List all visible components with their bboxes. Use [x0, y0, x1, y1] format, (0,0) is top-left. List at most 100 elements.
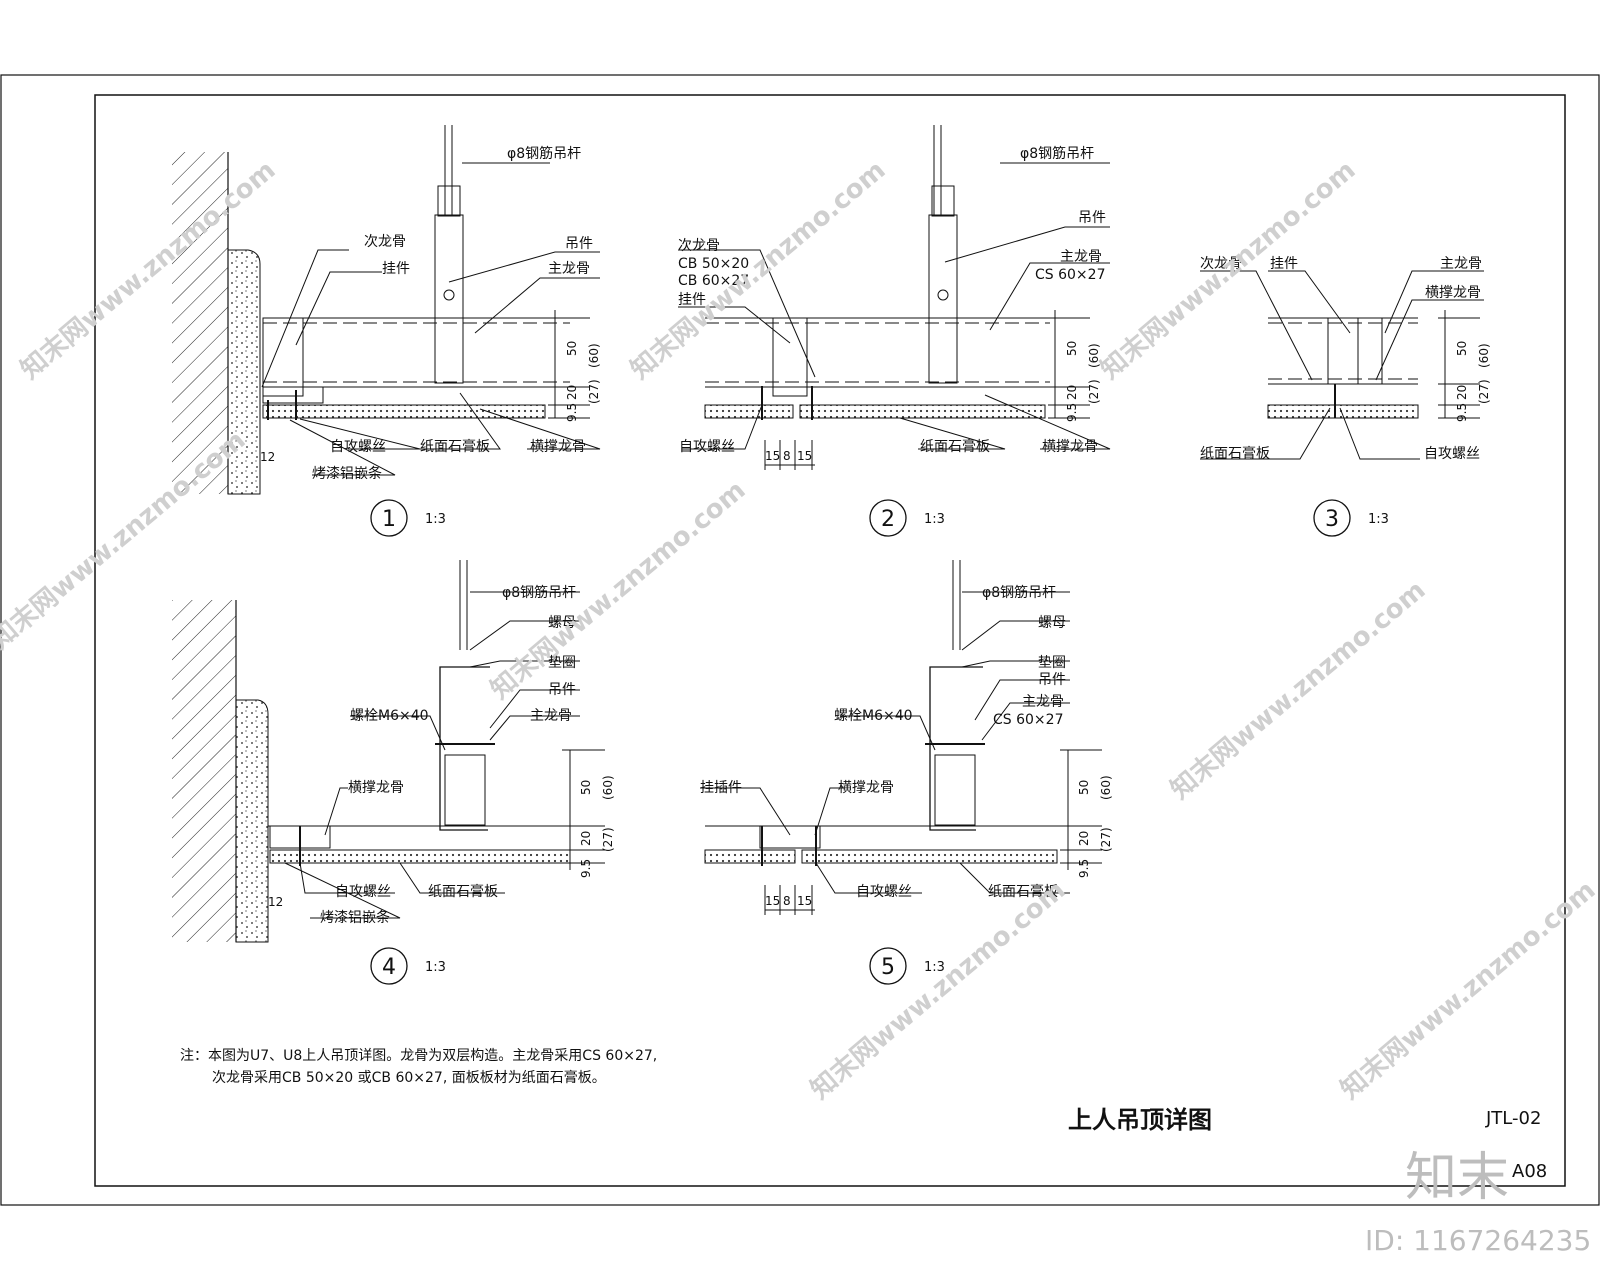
d3-screw-label: 自攻螺丝 — [1424, 446, 1480, 462]
d4-cross-rib-label: 横撑龙骨 — [348, 780, 404, 796]
d3-dim-27: (27) — [1477, 379, 1491, 404]
d2-dim-15a: 15 — [765, 449, 780, 463]
hanger — [434, 214, 464, 384]
d3-secondary-label: 次龙骨 — [1200, 256, 1242, 272]
d4-dim-27: (27) — [601, 827, 615, 852]
gypsum-board — [269, 849, 571, 864]
d5-cs-label: CS 60×27 — [993, 712, 1063, 728]
d1-dim-50: 50 — [565, 341, 579, 356]
d2-rod-label: φ8钢筋吊杆 — [1020, 145, 1094, 162]
d2-hanger-label: 吊件 — [1078, 210, 1106, 226]
d1-dim-9-5: 9.5 — [565, 403, 579, 422]
d4-board-label: 纸面石膏板 — [428, 883, 498, 900]
d2-cs-label: CS 60×27 — [1035, 267, 1105, 283]
d5-dim-50: 50 — [1077, 780, 1091, 795]
gypsum-board — [262, 404, 546, 419]
note-line-1: 注：本图为U7、U8上人吊顶详图。龙骨为双层构造。主龙骨采用CS 60×27, — [180, 1048, 657, 1064]
page-code: A08 — [1512, 1161, 1547, 1182]
d2-dim-8: 8 — [783, 449, 791, 463]
d1-dim-12: 12 — [260, 450, 275, 464]
inner-frame — [94, 94, 1566, 1187]
d1-dim-20: 20 — [565, 385, 579, 400]
d5-dim-9-5: 9.5 — [1077, 859, 1091, 878]
d1-hanger-label: 吊件 — [565, 236, 593, 252]
d2-dim-9-5: 9.5 — [1065, 403, 1079, 422]
d3-cross-rib-label: 横撑龙骨 — [1425, 285, 1481, 301]
d2-dim-27: (27) — [1087, 379, 1101, 404]
d4-bolt-label: 螺栓M6×40 — [350, 708, 429, 724]
d3-clip-label: 挂件 — [1270, 256, 1298, 272]
d4-main-rib-label: 主龙骨 — [530, 708, 572, 724]
watermark-diagonal: 知末网www.znzmo.com — [1165, 575, 1431, 805]
note-line-2: 次龙骨采用CB 50×20 或CB 60×27, 面板板材为纸面石膏板。 — [212, 1069, 606, 1086]
d3-dim-50: 50 — [1455, 341, 1469, 356]
watermark-logo: 知末 — [1405, 1148, 1509, 1208]
d2-secondary-label: 次龙骨 — [678, 238, 720, 254]
d1-board-label: 纸面石膏板 — [420, 438, 490, 455]
watermark-diagonal: 知末网www.znzmo.com — [805, 875, 1071, 1105]
gypsum-board — [704, 404, 794, 419]
d4-scale: 1:3 — [425, 960, 446, 975]
d1-number: 1 — [382, 507, 396, 532]
drawing-code: JTL-02 — [1485, 1108, 1541, 1129]
detail-5 — [700, 560, 1102, 985]
d5-scale: 1:3 — [924, 960, 945, 975]
gypsum-board — [1267, 404, 1419, 419]
d2-scale: 1:3 — [924, 512, 945, 527]
plaster-layer — [235, 699, 269, 943]
d3-main-rib-label: 主龙骨 — [1440, 256, 1482, 272]
d1-dim-27: (27) — [587, 379, 601, 404]
d2-cb1-label: CB 50×20 — [678, 256, 749, 272]
detail-1 — [172, 125, 601, 537]
d4-washer-label: 垫圈 — [548, 655, 576, 671]
d2-screw-label: 自攻螺丝 — [679, 439, 735, 455]
d4-strip-label: 烤漆铝嵌条 — [320, 909, 390, 926]
d3-dim-20: 20 — [1455, 385, 1469, 400]
d1-cross-rib-label: 横撑龙骨 — [530, 439, 586, 455]
d3-board-label: 纸面石膏板 — [1200, 445, 1270, 462]
d5-hanger-label: 吊件 — [1038, 672, 1066, 688]
d2-cross-rib-label: 横撑龙骨 — [1042, 439, 1098, 455]
d5-insert-label: 挂插件 — [700, 780, 742, 796]
d5-washer-label: 垫圈 — [1038, 655, 1066, 671]
wall-hatch — [172, 600, 236, 942]
watermark-diagonal: 知末网www.znzmo.com — [1335, 875, 1600, 1105]
d1-clip-label: 挂件 — [382, 261, 410, 277]
watermark-diagonal: 知末网www.znzmo.com — [1095, 155, 1361, 385]
d2-dim-15b: 15 — [797, 449, 812, 463]
d5-board-label: 纸面石膏板 — [988, 883, 1058, 900]
d2-cb2-label: CB 60×27 — [678, 273, 749, 289]
d1-scale: 1:3 — [425, 512, 446, 527]
d3-dim-60: (60) — [1477, 343, 1491, 368]
d2-main-rib-label: 主龙骨 — [1060, 249, 1102, 265]
d4-dim-20: 20 — [579, 831, 593, 846]
d4-number: 4 — [382, 955, 396, 980]
d1-rod-label: φ8钢筋吊杆 — [507, 145, 581, 162]
d1-secondary-label: 次龙骨 — [364, 234, 406, 250]
d5-dim-8: 8 — [783, 894, 791, 908]
d4-nut-label: 螺母 — [548, 615, 576, 631]
d4-screw-label: 自攻螺丝 — [335, 884, 391, 900]
d5-nut-label: 螺母 — [1038, 615, 1066, 631]
d2-clip-label: 挂件 — [678, 292, 706, 308]
plaster-layer — [227, 249, 261, 495]
d4-dim-9-5: 9.5 — [579, 859, 593, 878]
d5-rod-label: φ8钢筋吊杆 — [982, 584, 1056, 601]
d5-main-rib-label: 主龙骨 — [1022, 694, 1064, 710]
sheet-title: 上人吊顶详图 — [1068, 1106, 1212, 1134]
d5-dim-20: 20 — [1077, 831, 1091, 846]
d4-dim-50: 50 — [579, 780, 593, 795]
gypsum-board — [704, 849, 796, 864]
d4-hanger-label: 吊件 — [548, 682, 576, 698]
d5-dim-60: (60) — [1099, 775, 1113, 800]
d4-rod-label: φ8钢筋吊杆 — [502, 584, 576, 601]
d5-screw-label: 自攻螺丝 — [856, 884, 912, 900]
watermark-diagonal: 知末网www.znzmo.com — [625, 155, 891, 385]
d3-dim-9-5: 9.5 — [1455, 403, 1469, 422]
d1-dim-60: (60) — [587, 343, 601, 368]
d2-dim-20: 20 — [1065, 385, 1079, 400]
detail-3 — [1200, 270, 1484, 537]
d2-number: 2 — [881, 507, 895, 532]
d4-dim-60: (60) — [601, 775, 615, 800]
